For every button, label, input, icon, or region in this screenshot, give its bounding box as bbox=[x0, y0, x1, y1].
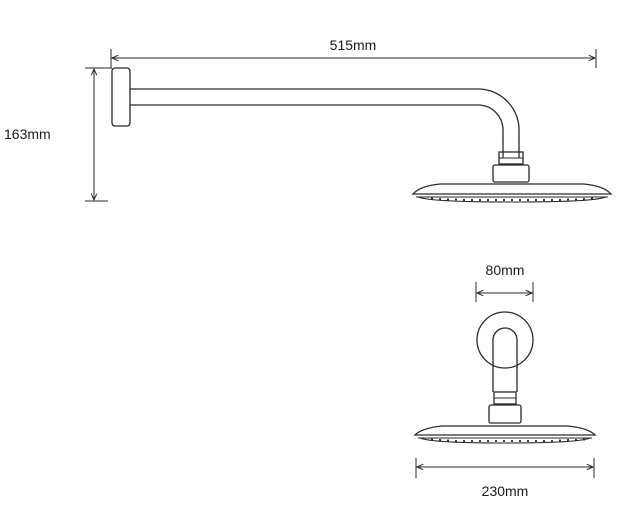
shower-arm bbox=[130, 88, 520, 158]
shower-head-side bbox=[411, 183, 613, 203]
flange-diameter-label: 80mm bbox=[486, 262, 525, 278]
arm-length-label: 515mm bbox=[330, 37, 377, 53]
side-view: 515mm 163mm bbox=[4, 37, 613, 203]
front-nozzle-row bbox=[430, 438, 586, 443]
round-flange bbox=[476, 311, 534, 369]
nozzle-row bbox=[430, 197, 594, 202]
shower-head-front bbox=[413, 425, 597, 444]
drop-height-dimension: 163mm bbox=[4, 67, 112, 202]
front-arm bbox=[492, 327, 518, 392]
swivel-joint bbox=[492, 151, 530, 183]
front-swivel-joint bbox=[488, 391, 522, 424]
head-diameter-dimension: 230mm bbox=[415, 458, 595, 499]
wall-flange bbox=[111, 67, 131, 127]
flange-diameter-dimension: 80mm bbox=[475, 262, 534, 302]
arm-length-dimension: 515mm bbox=[110, 37, 597, 68]
front-view: 80mm bbox=[413, 262, 597, 499]
drop-height-label: 163mm bbox=[4, 126, 51, 142]
head-diameter-label: 230mm bbox=[482, 483, 529, 499]
